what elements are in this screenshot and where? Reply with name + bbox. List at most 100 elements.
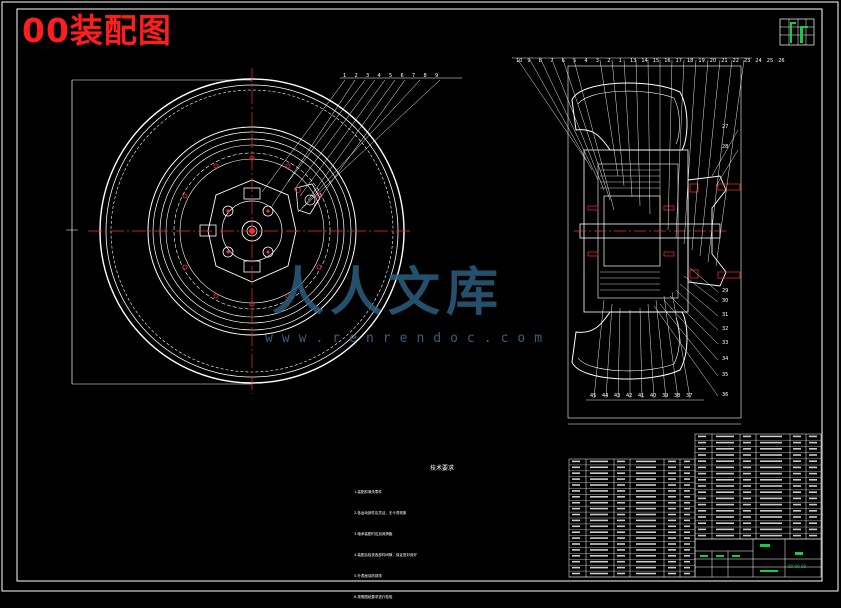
table-cell-text <box>743 534 751 537</box>
table-cell-text <box>760 454 782 456</box>
table-cell-text <box>793 448 801 450</box>
table-cell-text <box>809 534 817 537</box>
table-cell-text <box>668 572 676 575</box>
table-cell-text <box>617 472 625 474</box>
balloon-number: 31 <box>722 312 728 318</box>
table-cell-text <box>743 441 751 444</box>
table-cell-text <box>698 435 706 438</box>
table-cell-text <box>760 491 782 493</box>
table-cell-text <box>716 491 734 493</box>
note-line: 1.装配前清洗零件 <box>354 490 382 494</box>
table-cell-text <box>793 528 801 531</box>
table-cell-text <box>809 510 817 512</box>
table-cell-text <box>743 454 751 456</box>
table-cell-text <box>617 490 625 492</box>
table-cell-text <box>636 543 656 545</box>
table-cell-text <box>590 572 608 575</box>
table-cell-text <box>743 472 751 475</box>
note-line: 5.外表面涂防锈漆 <box>354 574 382 578</box>
balloon-number: 32 <box>722 326 728 332</box>
table-cell-text <box>760 516 782 518</box>
balloon-number: 23 <box>744 58 750 64</box>
table-cell-text <box>793 497 801 500</box>
table-cell-text <box>668 531 676 533</box>
table-cell-text <box>617 543 625 545</box>
table-cell-text <box>668 490 676 492</box>
table-cell-text <box>698 448 706 450</box>
table-cell-text <box>698 441 706 444</box>
table-cell-text <box>572 537 580 539</box>
table-cell-text <box>668 513 676 516</box>
table-cell-text <box>793 534 801 537</box>
table-cell-text <box>760 435 782 438</box>
table-cell-text <box>760 466 782 469</box>
table-cell-text <box>684 507 690 510</box>
table-cell-text <box>793 479 801 481</box>
table-cell-text <box>668 501 676 504</box>
table-cell-text <box>793 522 801 524</box>
table-cell-text <box>793 441 801 444</box>
table-cell-text <box>760 479 782 481</box>
table-cell-text <box>617 466 625 469</box>
table-cell-text <box>698 497 706 500</box>
balloon-number: 40 <box>650 393 656 399</box>
table-cell-text <box>617 519 625 522</box>
balloon-number: 20 <box>710 58 716 64</box>
table-cell-text <box>668 496 676 498</box>
table-cell-text <box>572 531 580 533</box>
balloon-number: 30 <box>722 298 728 304</box>
note-line: 2.各运动部件应灵活，无卡滞现象 <box>354 511 407 515</box>
balloon-number: 15 <box>653 58 659 64</box>
table-cell-text <box>698 485 706 487</box>
table-cell-text <box>760 528 782 531</box>
table-cell-text <box>684 555 690 557</box>
table-cell-text <box>636 490 656 492</box>
balloon-number: 3 <box>596 58 599 64</box>
table-cell-text <box>809 435 817 438</box>
table-cell-text <box>684 531 690 533</box>
table-cell-text <box>684 566 690 569</box>
table-cell-text <box>793 491 801 493</box>
table-cell-text <box>698 491 706 493</box>
table-cell-text <box>716 497 734 500</box>
inner-border <box>16 8 823 582</box>
table-cell-text <box>572 478 580 480</box>
balloon-number: 4 <box>584 58 587 64</box>
table-cell-text <box>668 472 676 474</box>
table-cell-text <box>809 441 817 444</box>
title-block-green-marks <box>700 544 803 572</box>
table-cell-text <box>572 525 580 528</box>
balloon-number: 27 <box>722 124 728 130</box>
balloon-number: 28 <box>722 144 728 150</box>
table-cell-text <box>590 513 608 516</box>
table-cell-text <box>572 460 580 463</box>
note-line: 3.轴承装配时应加润滑脂 <box>354 532 393 536</box>
balloon-number: 36 <box>722 392 728 398</box>
table-cell-text <box>743 448 751 450</box>
balloon-number: 4 <box>378 73 381 79</box>
table-cell-text <box>684 496 690 498</box>
table-cell-text <box>793 466 801 469</box>
balloon-number: 18 <box>687 58 693 64</box>
parts-list-right-rows <box>695 440 821 534</box>
table-cell-text <box>760 485 782 487</box>
table-cell-text <box>684 560 690 563</box>
table-cell-text <box>590 466 608 469</box>
outer-border <box>1 1 839 592</box>
table-cell-text <box>590 560 608 563</box>
table-cell-text <box>617 549 625 551</box>
table-cell-text <box>809 528 817 531</box>
balloon-number: 41 <box>638 393 644 399</box>
table-cell-text <box>636 572 656 575</box>
table-cell-text <box>617 501 625 504</box>
table-cell-text <box>572 496 580 498</box>
balloon-number: 39 <box>662 393 668 399</box>
table-cell-text <box>793 516 801 518</box>
corner-mark <box>779 18 815 46</box>
table-cell-text <box>743 528 751 531</box>
table-cell-text <box>668 507 676 510</box>
table-cell-text <box>684 460 690 463</box>
table-cell-text <box>698 466 706 469</box>
table-cell-text <box>684 549 690 551</box>
table-cell-text <box>716 510 734 512</box>
